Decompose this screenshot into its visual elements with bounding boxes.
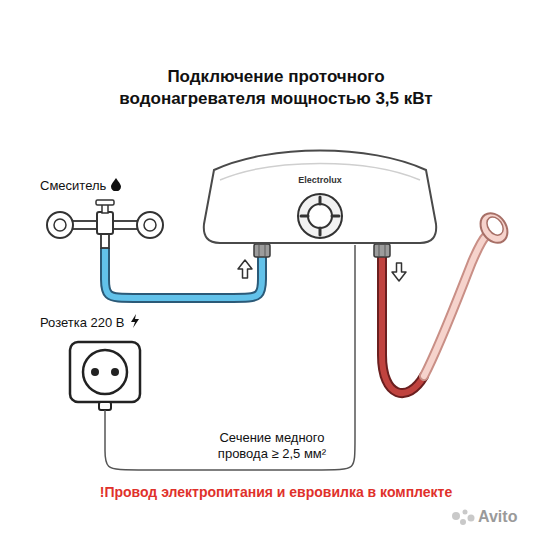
hot-pipe-outline [382,256,424,393]
pipe-fitting [374,244,390,257]
power-cable [105,245,355,470]
shower-head [475,208,513,248]
water-heater: Electrolux [200,140,440,245]
arrow-head [238,260,252,278]
shower-hose-outline [424,236,486,376]
cold-water-hose [105,245,262,298]
water-heater-outline [200,140,440,245]
node-text: Electrolux [298,175,342,185]
edge-label: Сечение медного провода ≥ 2,5 мм² [199,430,345,462]
note: !Провод электропитания и евровилка в ком… [0,484,552,500]
shower-hose [424,236,486,376]
flow-arrow [392,263,406,281]
power-socket-box: Розетка 220 В [30,310,160,415]
watermark: Avito [478,508,544,526]
text-line: Смеситель [40,178,170,193]
mixer-faucet [47,200,163,248]
drop-icon [111,178,121,191]
node-text: Розетка 220 В [40,315,125,330]
lightning-icon [130,314,140,328]
heater-body [204,151,436,244]
text-line: Electrolux [210,175,430,185]
hose [105,245,262,298]
control-dial [298,194,342,238]
power-socket [70,342,140,415]
hot-pipe [382,256,424,393]
node-text: Смеситель [40,178,106,193]
pipe-fitting [254,244,270,257]
cable-line [105,245,355,470]
mixer: Смеситель [30,172,180,248]
title: Подключение проточного водонагревателя м… [106,66,446,110]
hose-outline [105,245,262,298]
avito-logo [452,510,475,526]
text-line: Розетка 220 В [40,314,150,330]
